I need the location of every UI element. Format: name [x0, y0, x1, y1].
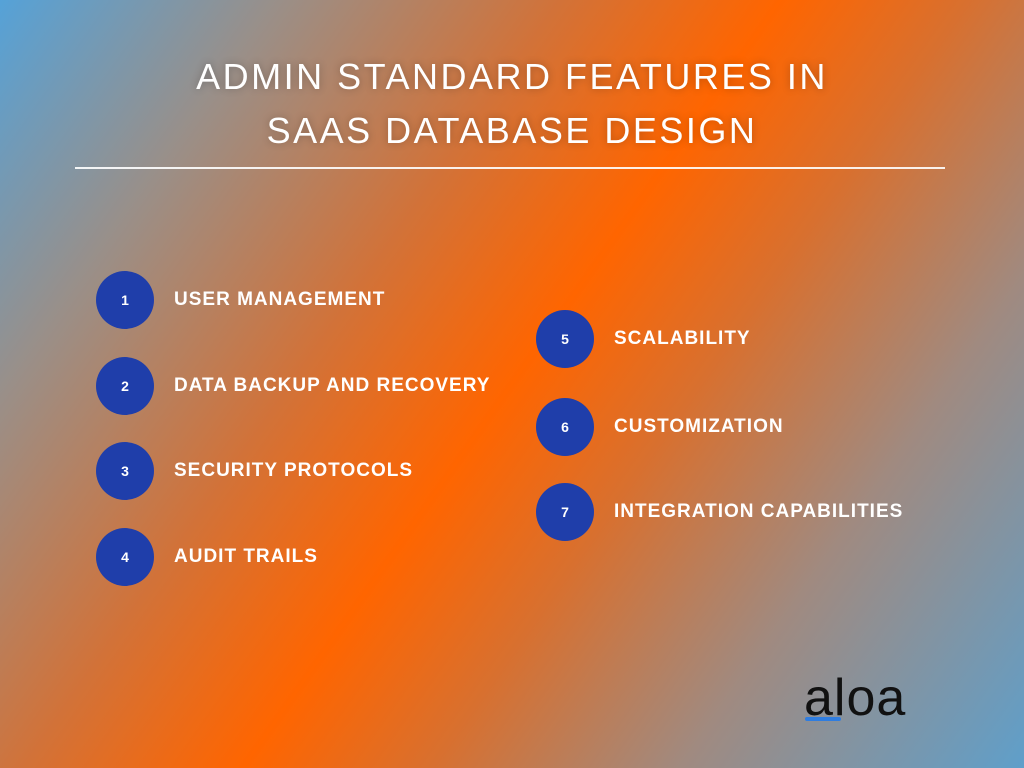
title-line-1: ADMIN STANDARD FEATURES IN — [196, 56, 828, 97]
feature-item: 1 USER MANAGEMENT — [96, 271, 385, 329]
number-badge: 2 — [96, 357, 154, 415]
number-badge: 7 — [536, 483, 594, 541]
feature-label: DATA BACKUP AND RECOVERY — [174, 375, 491, 396]
number-badge: 5 — [536, 310, 594, 368]
feature-label: USER MANAGEMENT — [174, 289, 386, 310]
number-badge: 3 — [96, 442, 154, 500]
number-badge: 6 — [536, 398, 594, 456]
title-line-2: SAAS DATABASE DESIGN — [266, 110, 758, 151]
feature-label: AUDIT TRAILS — [174, 546, 318, 567]
feature-item: 7 INTEGRATION CAPABILITIES — [536, 483, 903, 541]
logo-underline — [805, 717, 841, 721]
feature-label: SCALABILITY — [614, 328, 751, 349]
number-badge: 4 — [96, 528, 154, 586]
feature-item: 5 SCALABILITY — [536, 310, 751, 368]
feature-label: SECURITY PROTOCOLS — [174, 460, 413, 481]
feature-label: INTEGRATION CAPABILITIES — [614, 501, 904, 522]
feature-label: CUSTOMIZATION — [614, 416, 784, 437]
title-divider — [75, 167, 945, 169]
feature-item: 4 AUDIT TRAILS — [96, 528, 318, 586]
feature-item: 3 SECURITY PROTOCOLS — [96, 442, 413, 500]
feature-item: 2 DATA BACKUP AND RECOVERY — [96, 357, 490, 415]
number-badge: 1 — [96, 271, 154, 329]
feature-item: 6 CUSTOMIZATION — [536, 398, 784, 456]
page-title: ADMIN STANDARD FEATURES IN SAAS DATABASE… — [0, 50, 1024, 158]
